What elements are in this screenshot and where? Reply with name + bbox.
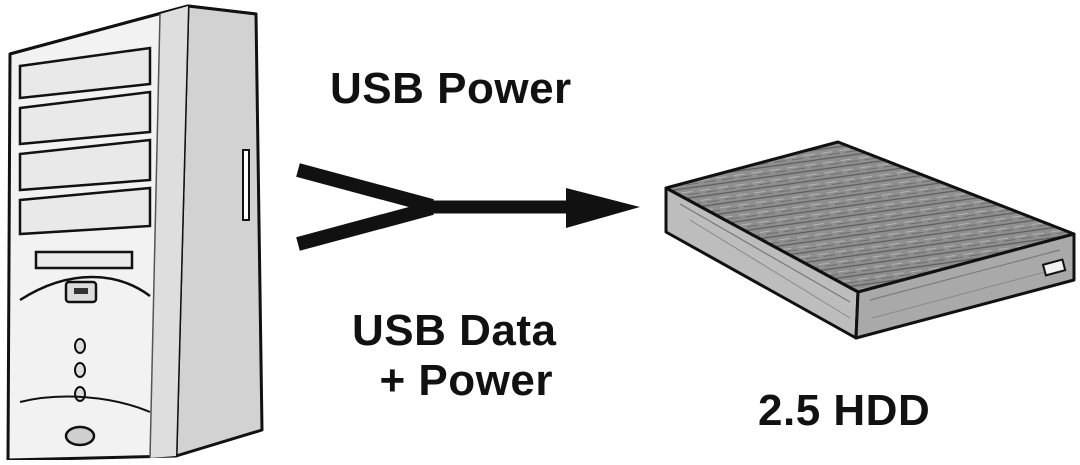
usb-arrows [296, 163, 640, 251]
usb-data-power-label: USB Data + Power [352, 306, 557, 406]
computer-front-bevel [150, 6, 188, 458]
usb-power-label: USB Power [330, 64, 572, 113]
usb-data-label-line1: USB Data [352, 306, 557, 355]
usb-data-arrow [296, 201, 434, 251]
drive-bay-1 [18, 46, 152, 100]
floppy-slot [34, 250, 134, 270]
drive-bay-4 [18, 186, 152, 236]
hdd-right-side [854, 232, 1076, 340]
drive-bay-3 [18, 138, 152, 192]
lower-swoosh [19, 395, 151, 413]
arrow-head [566, 188, 640, 228]
led-3 [74, 386, 86, 402]
front-swoosh [19, 275, 151, 302]
led-1 [74, 338, 86, 354]
hdd-label: 2.5 HDD [758, 386, 931, 435]
desktop-computer [6, 4, 264, 462]
led-2 [74, 362, 86, 378]
usb-data-label-line2: + Power [379, 356, 553, 405]
power-button-inner [74, 288, 88, 294]
front-vent [64, 425, 96, 447]
computer-side-slot [242, 149, 250, 221]
hdd-usb-port [1041, 258, 1067, 277]
usb-power-arrow [296, 163, 434, 213]
external-hdd [664, 140, 1076, 340]
drive-bay-2 [18, 90, 152, 146]
computer-side [174, 4, 264, 458]
